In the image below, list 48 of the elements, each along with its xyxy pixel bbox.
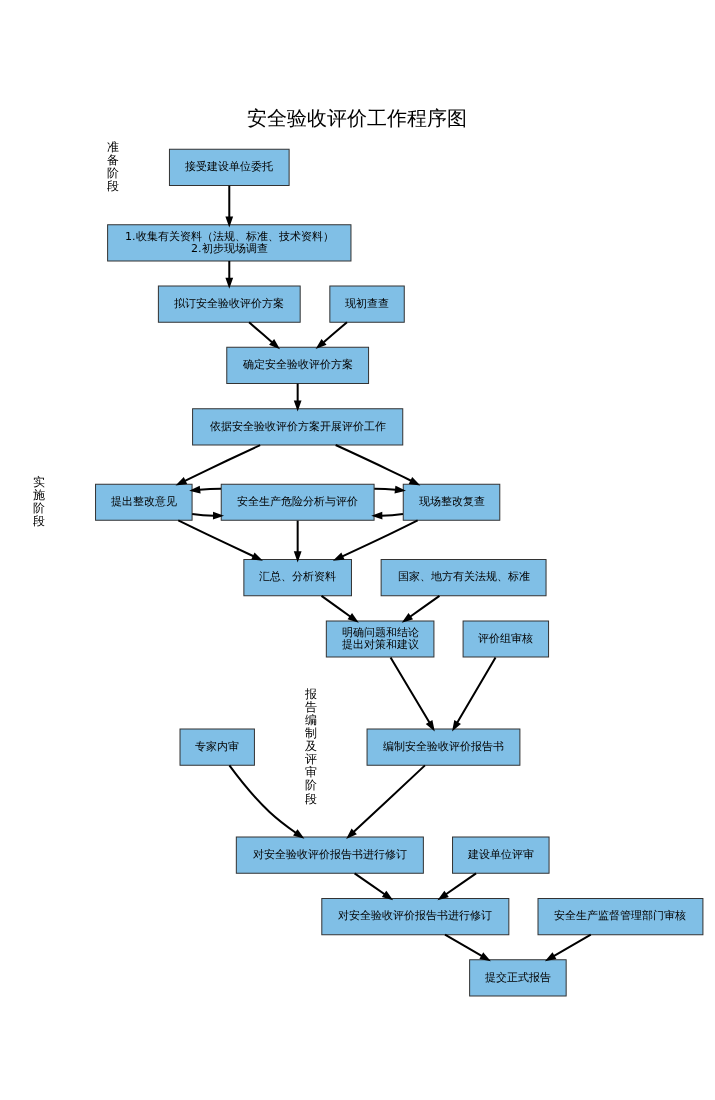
node-box: 国家、地方有关法规、标准 bbox=[380, 558, 547, 596]
node-box: 安全生产监督管理部门审核 bbox=[537, 897, 704, 935]
arrow bbox=[335, 443, 421, 485]
arrow bbox=[228, 764, 305, 839]
label: 报告编制及评审阶段 bbox=[304, 686, 317, 805]
node-box: 建设单位评审 bbox=[452, 836, 550, 874]
arrow bbox=[374, 485, 406, 493]
node-box: 对安全验收评价报告书进行修订 bbox=[321, 897, 510, 935]
arrow bbox=[225, 260, 234, 289]
node-box: 接受建设单位委托 bbox=[168, 148, 290, 186]
node-box: 拟订安全验收评价方案 bbox=[157, 285, 301, 323]
arrow bbox=[401, 594, 441, 623]
arrow bbox=[371, 511, 404, 520]
arrow bbox=[332, 519, 419, 561]
arrow bbox=[437, 872, 477, 900]
node-box: 提出整改意见 bbox=[95, 483, 193, 521]
arrow bbox=[225, 185, 234, 228]
arrow bbox=[320, 594, 359, 623]
arrow bbox=[389, 656, 435, 731]
node-box: 对安全验收评价报告书进行修订 bbox=[235, 836, 424, 874]
arrow bbox=[189, 485, 222, 493]
node-box: 确定安全验收评价方案 bbox=[226, 346, 370, 384]
node-box: 编制安全验收评价报告书 bbox=[366, 728, 521, 766]
node-box: 现初查查 bbox=[329, 285, 405, 323]
arrow bbox=[177, 518, 263, 561]
node-box: 专家内审 bbox=[179, 728, 255, 766]
arrow bbox=[192, 511, 225, 520]
arrow bbox=[175, 443, 261, 485]
diagram-title: 安全验收评价工作程序图 bbox=[247, 105, 468, 130]
node-box: 依据安全验收评价方案开展评价工作 bbox=[192, 407, 404, 445]
arrow bbox=[354, 872, 394, 900]
node-box: 安全生产危险分析与评价 bbox=[220, 483, 375, 521]
arrow bbox=[293, 383, 302, 412]
arrow bbox=[444, 933, 491, 961]
arrow bbox=[248, 321, 280, 349]
label: 实施阶段 bbox=[33, 474, 46, 528]
node-box: 现场整改复查 bbox=[402, 483, 501, 521]
arrow bbox=[452, 656, 497, 731]
node-box: 1.收集有关资料（法规、标准、技术资料） 2.初步现场调查 bbox=[107, 223, 352, 261]
arrow bbox=[544, 933, 592, 961]
node-box: 汇总、分析资料 bbox=[243, 558, 352, 596]
node-box: 明确问题和结论 提出对策和建议 bbox=[325, 619, 435, 658]
node-box: 提交正式报告 bbox=[469, 958, 567, 996]
arrow bbox=[315, 321, 348, 349]
arrow bbox=[293, 520, 302, 562]
arrow bbox=[346, 764, 426, 839]
node-box: 评价组审核 bbox=[462, 619, 550, 658]
label: 准备阶段 bbox=[106, 139, 119, 193]
